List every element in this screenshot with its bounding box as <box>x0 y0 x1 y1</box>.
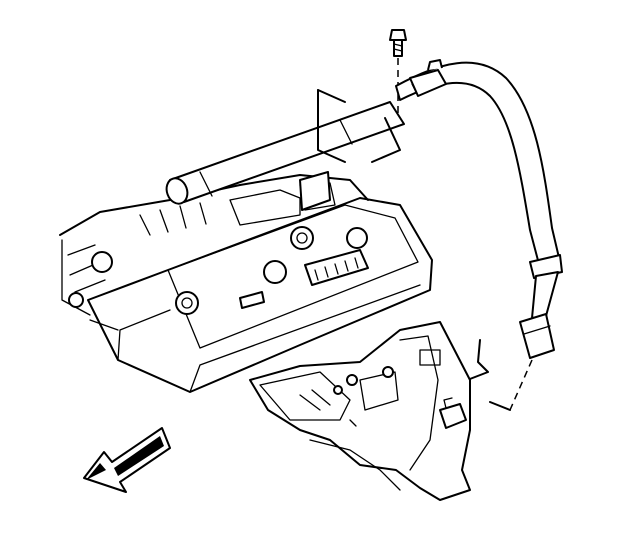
front-direction-arrow <box>83 427 171 493</box>
hose-path <box>461 339 533 411</box>
ignition-coil <box>68 226 369 315</box>
bolt <box>389 29 407 115</box>
coolant-hose <box>395 59 563 359</box>
breather-tube <box>165 101 405 211</box>
exhaust-manifold <box>249 321 471 501</box>
section-plane <box>317 89 401 163</box>
